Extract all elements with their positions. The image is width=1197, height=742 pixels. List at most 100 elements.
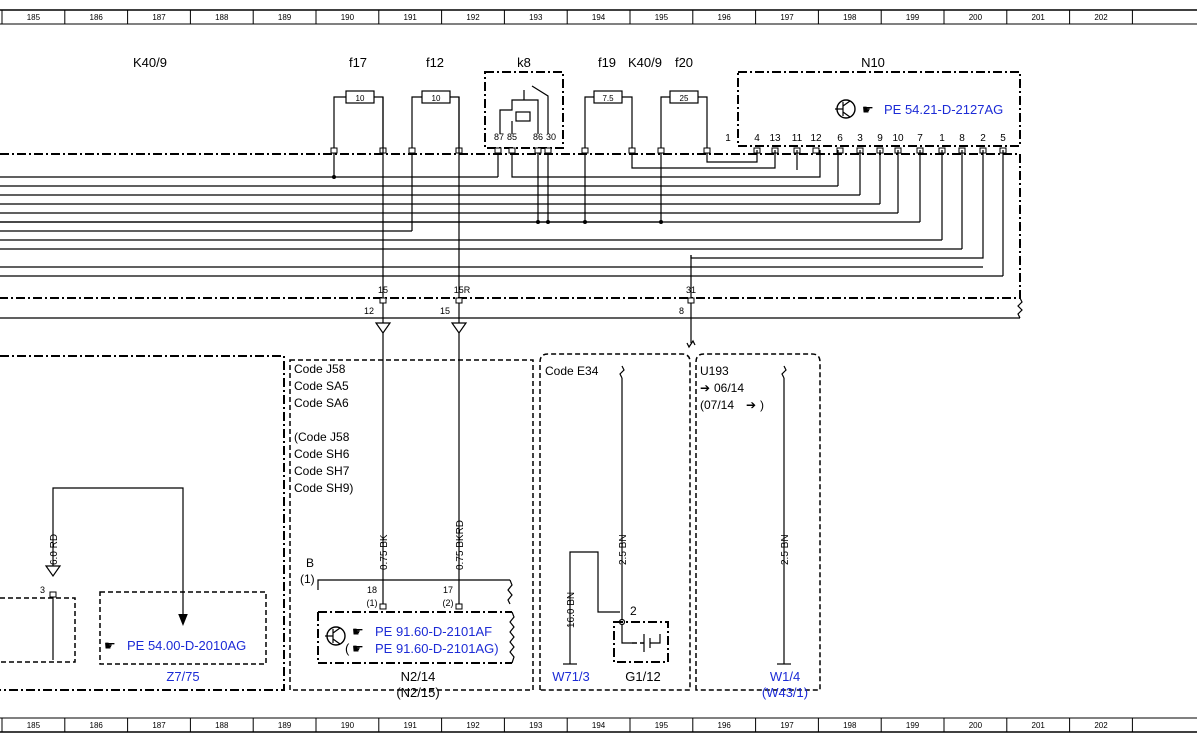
- wire-16-0-bn: 16.0 BN: [566, 592, 577, 628]
- label-w71-3: W71/3: [552, 669, 590, 684]
- left-reference-hand-icon: ☛: [104, 638, 116, 653]
- bus-pin-15r: 15R: [454, 285, 471, 295]
- bundle-wire: [631, 150, 776, 169]
- ruler-cell: 187: [152, 721, 166, 730]
- ruler-cell: 195: [655, 13, 669, 22]
- k8-pin-86: 86: [533, 132, 543, 142]
- n10-pin: 6: [837, 133, 843, 144]
- n10-pin: 12: [810, 133, 822, 144]
- ruler-cell: 196: [718, 13, 732, 22]
- bus-pin-15b: 15: [440, 306, 450, 316]
- reference-hand-icon: ☛: [862, 102, 874, 117]
- n2-transistor-icon: [325, 626, 346, 646]
- ruler-cell: 199: [906, 13, 920, 22]
- n10-pin: 7: [917, 133, 923, 144]
- ruler-cell: 200: [969, 13, 983, 22]
- code-line: (Code J58: [294, 430, 350, 444]
- bundle-wire: [706, 150, 758, 163]
- ruler-cell: 190: [341, 721, 355, 730]
- panel-left: 6.0 RD 3 ☛ PE 54.00-D-2010AG Z7/75: [0, 355, 285, 691]
- fuse-f19: 7.5: [584, 90, 633, 150]
- fuse-f12: 10: [411, 90, 460, 150]
- left-pin-3: 3: [40, 585, 45, 595]
- panel-e34: Code E34 2.5 BN 16.0 BN 2 W71/3 G1/12: [539, 353, 691, 691]
- ruler-cell: 190: [341, 13, 355, 22]
- terminal: [657, 147, 665, 154]
- label-k40-9-left: K40/9: [133, 55, 167, 70]
- bus-pin-31: 31: [686, 285, 696, 295]
- k8-pin-87: 87: [494, 132, 504, 142]
- n2-reference-hand-icon-1: ☛: [352, 624, 364, 639]
- terminal: [544, 147, 552, 154]
- n2-pin-18-sub: (1): [367, 598, 378, 608]
- n10-reference: PE 54.21-D-2127AG: [884, 102, 1003, 117]
- label-f20: f20: [675, 55, 693, 70]
- ruler-cell: 202: [1094, 13, 1108, 22]
- n2-pin-17: 17: [443, 585, 453, 595]
- u193-arrow-1: ➔: [700, 381, 710, 395]
- label-z7-75: Z7/75: [166, 669, 199, 684]
- fuse-f17-rating: 10: [356, 94, 365, 103]
- n10-pin: 5: [1000, 133, 1006, 144]
- label-k40-9-right: K40/9: [628, 55, 662, 70]
- ruler-cell: 186: [90, 721, 104, 730]
- ruler-cell: 185: [27, 13, 41, 22]
- ruler-cell: 186: [90, 13, 104, 22]
- bundle-wire: [537, 150, 549, 222]
- ruler-cell: 188: [215, 13, 229, 22]
- bundle-wire: [511, 150, 821, 178]
- n2-label-b1: (1): [300, 572, 315, 586]
- wire-bundle: [0, 147, 1004, 277]
- label-f19: f19: [598, 55, 616, 70]
- u193-date-2-close: ): [760, 398, 764, 412]
- n10-pin: 4: [754, 133, 760, 144]
- n10-pin: 13: [769, 133, 781, 144]
- ruler-cell: 192: [466, 721, 480, 730]
- label-f17: f17: [349, 55, 367, 70]
- fuse-f20-rating: 25: [680, 94, 689, 103]
- ruler-cell: 198: [843, 13, 857, 22]
- ruler-cell: 196: [718, 721, 732, 730]
- e34-pin-2: 2: [630, 604, 637, 618]
- e34-code: Code E34: [545, 364, 599, 378]
- bus-pin-12: 12: [364, 306, 374, 316]
- n10-pin: 11: [792, 133, 803, 144]
- ruler-cell: 202: [1094, 721, 1108, 730]
- wire-2-5-bn-w1: 2.5 BN: [780, 534, 791, 565]
- ruler-cell: 201: [1032, 13, 1046, 22]
- u193-date-1: 06/14: [714, 381, 744, 395]
- ruler-cell: 189: [278, 721, 292, 730]
- n10-pin: 10: [892, 133, 904, 144]
- code-line: Code SH7: [294, 464, 350, 478]
- junction-dot: [659, 220, 663, 224]
- ruler-cell: 201: [1032, 721, 1046, 730]
- n10-pin-terminal: [812, 147, 820, 154]
- code-line: Code SA5: [294, 379, 349, 393]
- n10-pin: 8: [959, 133, 965, 144]
- n10-pin: 3: [857, 133, 863, 144]
- bundle-wire: [584, 150, 662, 222]
- terminal: [408, 147, 416, 154]
- ruler-cell: 185: [27, 721, 41, 730]
- code-line: Code SA6: [294, 396, 349, 410]
- ruler-cell: 194: [592, 13, 606, 22]
- ruler-cell: 193: [529, 721, 543, 730]
- ruler-cell: 188: [215, 721, 229, 730]
- ruler-cell: 200: [969, 721, 983, 730]
- bus-pin-8: 8: [679, 306, 684, 316]
- junction-dot: [546, 220, 550, 224]
- ruler-cell: 194: [592, 721, 606, 730]
- fuse-f17: 10: [333, 90, 384, 150]
- k8-pin-30: 30: [546, 132, 556, 142]
- label-w43-1: (W43/1): [762, 685, 808, 700]
- terminal: [508, 147, 516, 154]
- u193-arrow-2: ➔: [746, 398, 756, 412]
- wire-6-0-rd: 6.0 RD: [49, 534, 60, 565]
- n2-pin-17-sub: (2): [443, 598, 454, 608]
- terminal: [581, 147, 589, 154]
- ruler-cell: 192: [466, 13, 480, 22]
